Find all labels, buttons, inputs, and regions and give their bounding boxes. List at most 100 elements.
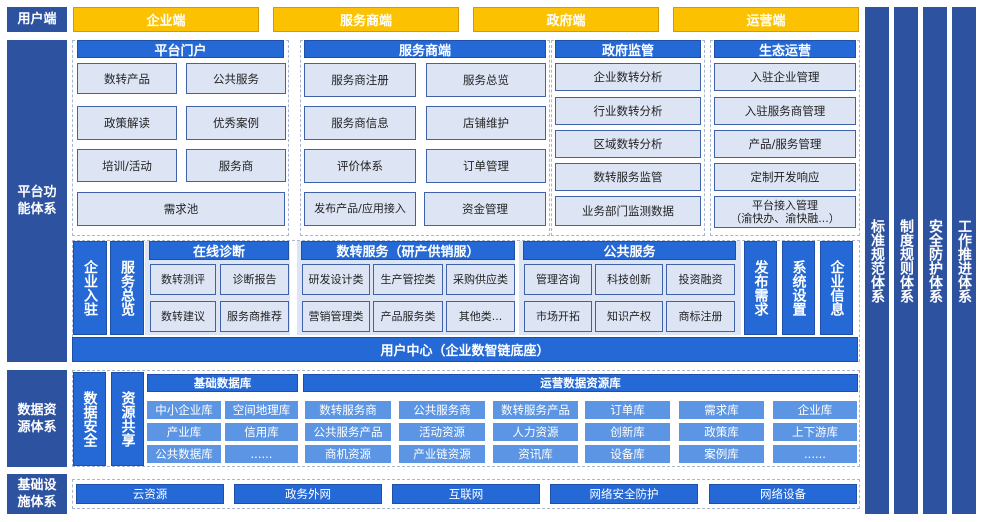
ops-db-item[interactable]: 需求库	[679, 401, 764, 419]
ops-db-item[interactable]: 创新库	[585, 423, 670, 441]
bar-enterprise-info[interactable]: 企业信息	[820, 241, 853, 335]
ops-db-item[interactable]: 订单库	[585, 401, 670, 419]
bar-system-settings[interactable]: 系统设置	[782, 241, 815, 335]
bar-service-overview[interactable]: 服务总览	[110, 241, 144, 335]
sp-item-orders[interactable]: 订单管理	[426, 149, 546, 183]
infra-network-devices[interactable]: 网络设备	[709, 484, 857, 504]
ds-item-marketing[interactable]: 营销管理类	[302, 301, 370, 332]
basic-db-item[interactable]: 中小企业库	[147, 401, 221, 419]
sp-item-shop[interactable]: 店铺维护	[426, 106, 546, 140]
ps-item-consulting[interactable]: 管理咨询	[524, 264, 592, 295]
public-services-title: 公共服务	[523, 241, 736, 260]
ds-item-rd[interactable]: 研发设计类	[302, 264, 370, 295]
bar-data-security[interactable]: 数据安全	[73, 372, 106, 466]
portal-item-public-services[interactable]: 公共服务	[186, 63, 286, 94]
sp-item-rating[interactable]: 评价体系	[304, 149, 416, 183]
ps-item-innovation[interactable]: 科技创新	[595, 264, 663, 295]
basic-db-item[interactable]: 信用库	[225, 423, 298, 441]
cell-label: 信用库	[244, 425, 279, 439]
sp-item-overview[interactable]: 服务总览	[426, 63, 546, 97]
portal-item-training[interactable]: 培训/活动	[77, 149, 177, 182]
diag-item-suggestion[interactable]: 数转建议	[150, 301, 216, 332]
tab-enterprise[interactable]: 企业端	[73, 7, 259, 32]
gov-item-industry[interactable]: 行业数转分析	[555, 97, 701, 125]
pillar-label: 制度规则体系	[898, 218, 914, 303]
portal-item-demand-pool[interactable]: 需求池	[77, 192, 285, 226]
bar-resource-sharing[interactable]: 资源共享	[111, 372, 144, 466]
diag-item-report[interactable]: 诊断报告	[220, 264, 289, 295]
ops-db-item[interactable]: 政策库	[679, 423, 764, 441]
ops-db-item[interactable]: 设备库	[585, 445, 670, 463]
ops-db-item[interactable]: 公共服务商	[399, 401, 485, 419]
ps-item-trademark[interactable]: 商标注册	[666, 301, 735, 332]
ops-db-item[interactable]: 商机资源	[305, 445, 391, 463]
eco-item-enterprise-mgmt[interactable]: 入驻企业管理	[714, 63, 856, 91]
gov-item-region[interactable]: 区域数转分析	[555, 130, 701, 158]
row-label-text: 平台功能体系	[17, 185, 57, 217]
cell-label: 其他类...	[458, 309, 503, 323]
sp-item-publish[interactable]: 发布产品/应用接入	[304, 192, 416, 226]
infra-network-security[interactable]: 网络安全防护	[550, 484, 698, 504]
cell-label: 创新库	[610, 425, 645, 439]
ops-db-item[interactable]: 案例库	[679, 445, 764, 463]
ps-item-ip[interactable]: 知识产权	[595, 301, 663, 332]
cell-label: 公共服务商	[413, 403, 471, 417]
ops-db-item[interactable]: 资讯库	[493, 445, 578, 463]
tab-operation[interactable]: 运营端	[673, 7, 859, 32]
platform-portal-title: 平台门户	[77, 40, 284, 59]
basic-db-item[interactable]: ......	[225, 445, 298, 463]
infra-label: 网络安全防护	[589, 487, 659, 501]
cell-label: 科技创新	[607, 272, 651, 286]
user-center-bar[interactable]: 用户中心（企业数智链底座）	[72, 337, 858, 362]
eco-item-custom-dev[interactable]: 定制开发响应	[714, 163, 856, 191]
infra-gov-network[interactable]: 政务外网	[234, 484, 382, 504]
portal-item-digital-products[interactable]: 数转产品	[77, 63, 177, 94]
infra-label: 网络设备	[760, 487, 806, 501]
cell-sublabel: （渝快办、渝快融...）	[730, 212, 840, 225]
tab-service-provider[interactable]: 服务商端	[273, 7, 459, 32]
sp-item-funds[interactable]: 资金管理	[424, 192, 546, 226]
infra-cloud[interactable]: 云资源	[76, 484, 224, 504]
diag-item-recommend[interactable]: 服务商推荐	[220, 301, 289, 332]
bar-enterprise-entry[interactable]: 企业入驻	[73, 241, 107, 335]
ps-item-market[interactable]: 市场开拓	[524, 301, 592, 332]
ops-db-item[interactable]: 公共服务产品	[305, 423, 391, 441]
ops-db-item[interactable]: 产业链资源	[399, 445, 485, 463]
cell-label: 订单库	[610, 403, 645, 417]
ds-item-procurement[interactable]: 采购供应类	[446, 264, 515, 295]
portal-item-cases[interactable]: 优秀案例	[186, 106, 286, 140]
ops-db-item[interactable]: 上下游库	[773, 423, 857, 441]
portal-item-policy[interactable]: 政策解读	[77, 106, 177, 140]
ds-item-product-service[interactable]: 产品服务类	[373, 301, 443, 332]
ops-db-item[interactable]: 企业库	[773, 401, 857, 419]
basic-db-item[interactable]: 空间地理库	[225, 401, 298, 419]
eco-item-product-mgmt[interactable]: 产品/服务管理	[714, 130, 856, 158]
portal-item-service-providers[interactable]: 服务商	[186, 149, 286, 182]
eco-item-sp-mgmt[interactable]: 入驻服务商管理	[714, 97, 856, 125]
ops-db-item[interactable]: 数转服务产品	[493, 401, 578, 419]
ds-item-other[interactable]: 其他类...	[446, 301, 515, 332]
eco-item-platform-access[interactable]: 平台接入管理（渝快办、渝快融...）	[714, 196, 856, 228]
ops-db-item[interactable]: 活动资源	[399, 423, 485, 441]
cell-label: 服务商推荐	[227, 309, 282, 323]
gov-item-enterprise[interactable]: 企业数转分析	[555, 63, 701, 91]
ps-item-financing[interactable]: 投资融资	[666, 264, 735, 295]
ds-item-production[interactable]: 生产管控类	[373, 264, 443, 295]
row-label-text: 数据资源体系	[17, 402, 57, 435]
sp-item-info[interactable]: 服务商信息	[304, 106, 416, 140]
gov-item-dept-data[interactable]: 业务部门监测数据	[555, 196, 701, 226]
basic-db-item[interactable]: 公共数据库	[147, 445, 221, 463]
ops-db-item[interactable]: ......	[773, 445, 857, 463]
gov-item-service-supervision[interactable]: 数转服务监管	[555, 163, 701, 191]
sp-item-register[interactable]: 服务商注册	[304, 63, 416, 97]
diag-item-assessment[interactable]: 数转测评	[150, 264, 216, 295]
bar-publish-demand[interactable]: 发布需求	[744, 241, 777, 335]
basic-db-item[interactable]: 产业库	[147, 423, 221, 441]
infra-internet[interactable]: 互联网	[392, 484, 540, 504]
ops-db-item[interactable]: 人力资源	[493, 423, 578, 441]
ops-db-item[interactable]: 数转服务商	[305, 401, 391, 419]
cell-label: 投资融资	[678, 272, 723, 286]
tab-government[interactable]: 政府端	[473, 7, 659, 32]
cell-label: 产品服务类	[380, 309, 436, 323]
pillar-standards: 标准规范体系	[865, 7, 889, 514]
